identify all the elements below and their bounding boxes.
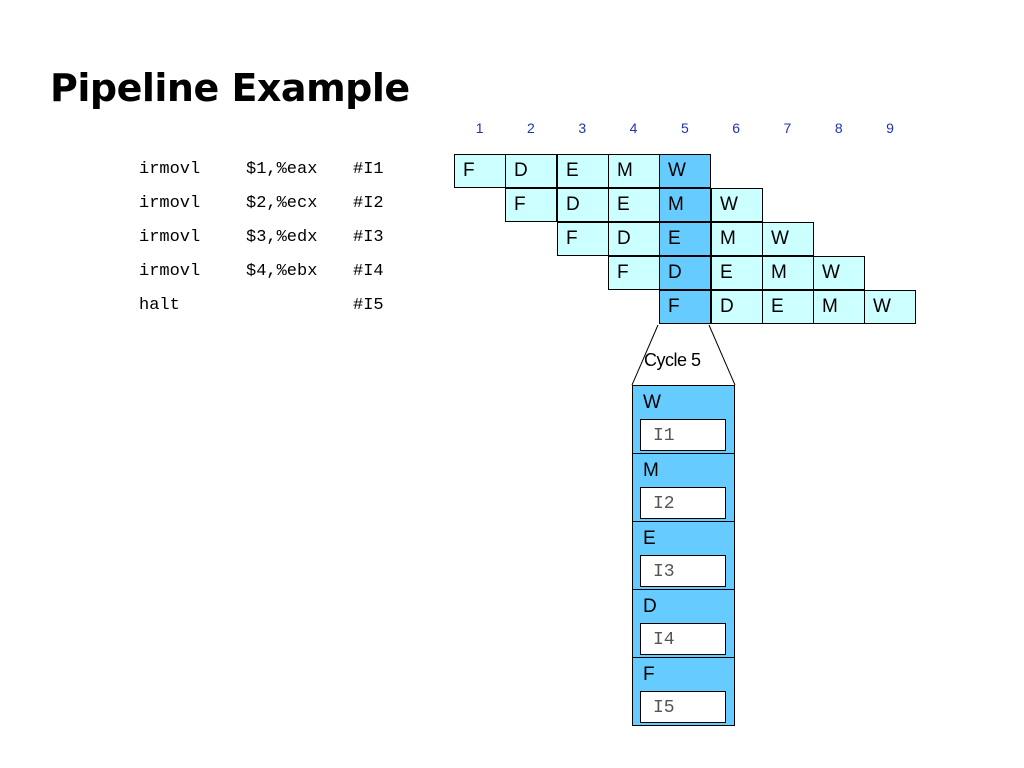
cycle-number-9: 9 [886,120,894,136]
stage-cell-i5-w: W [864,290,916,324]
instr-3-args: $3,%edx [246,228,318,247]
snapshot-stage-label: M [643,460,659,481]
instr-1-args: $1,%eax [246,160,318,179]
snapshot-stage-label: E [643,528,656,549]
snapshot-instr-box: I3 [640,555,726,587]
stage-cell-i2-d: D [557,188,609,222]
cycle-number-6: 6 [732,120,741,136]
cycle-number-2: 2 [527,120,535,136]
cycle-number-5: 5 [680,120,689,136]
instr-1-op: irmovl [139,160,201,179]
stage-cell-i3-e: E [659,222,711,256]
snapshot-instr-box: I5 [640,691,726,723]
snapshot-instr-box: I2 [640,487,726,519]
snapshot-stage-w: W I1 [633,386,734,454]
stage-cell-i1-f: F [454,154,506,188]
instr-5-comment: #I5 [353,296,384,315]
instr-2-args: $2,%ecx [246,194,318,213]
stage-cell-i5-f: F [659,290,711,324]
snapshot-stage-e: E I3 [633,522,734,590]
callout-right-line [708,324,736,386]
stage-cell-i1-e: E [557,154,609,188]
stage-cell-i4-w: W [813,256,865,290]
snapshot-stage-f: F I5 [633,658,734,726]
stage-cell-i4-f: F [608,256,660,290]
stage-cell-i2-w: W [711,188,763,222]
cycle-number-4: 4 [629,120,638,136]
instr-3-comment: #I3 [353,228,384,247]
snapshot-stage-label: D [643,596,657,617]
snapshot-instr-box: I4 [640,623,726,655]
cycle-caption: Cycle 5 [644,350,701,370]
snapshot-instr-box: I1 [640,419,726,451]
snapshot-stage-label: F [643,664,655,685]
instr-5-op: halt [139,296,180,315]
stage-cell-i3-w: W [762,222,814,256]
instr-4-args: $4,%ebx [246,262,318,281]
instr-2-comment: #I2 [353,194,384,213]
stage-cell-i5-m: M [813,290,865,324]
snapshot-stage-d: D I4 [633,590,734,658]
instr-2-op: irmovl [139,194,201,213]
cycle-number-8: 8 [834,120,843,136]
stage-cell-i4-m: M [762,256,814,290]
stage-cell-i1-d: D [505,154,557,188]
callout-left-line [631,324,659,386]
stage-cell-i4-e: E [711,256,763,290]
stage-cell-i3-m: M [711,222,763,256]
instr-3-op: irmovl [139,228,201,247]
cycle-number-1: 1 [475,120,484,136]
stage-cell-i5-d: D [711,290,763,324]
stage-cell-i1-w: W [659,154,711,188]
snapshot-stage-label: W [643,392,661,413]
instr-4-op: irmovl [139,262,201,281]
page-title: Pipeline Example [50,66,410,110]
stage-cell-i2-e: E [608,188,660,222]
instr-1-comment: #I1 [353,160,384,179]
stage-cell-i2-f: F [505,188,557,222]
stage-cell-i4-d: D [659,256,711,290]
stage-cell-i2-m: M [659,188,711,222]
cycle-number-3: 3 [578,120,587,136]
program-listing: irmovl $1,%eax #I1 irmovl $2,%ecx #I2 ir… [139,160,439,330]
stage-cell-i3-f: F [557,222,609,256]
instr-4-comment: #I4 [353,262,384,281]
snapshot-stage-m: M I2 [633,454,734,522]
cycle-number-7: 7 [783,120,792,136]
